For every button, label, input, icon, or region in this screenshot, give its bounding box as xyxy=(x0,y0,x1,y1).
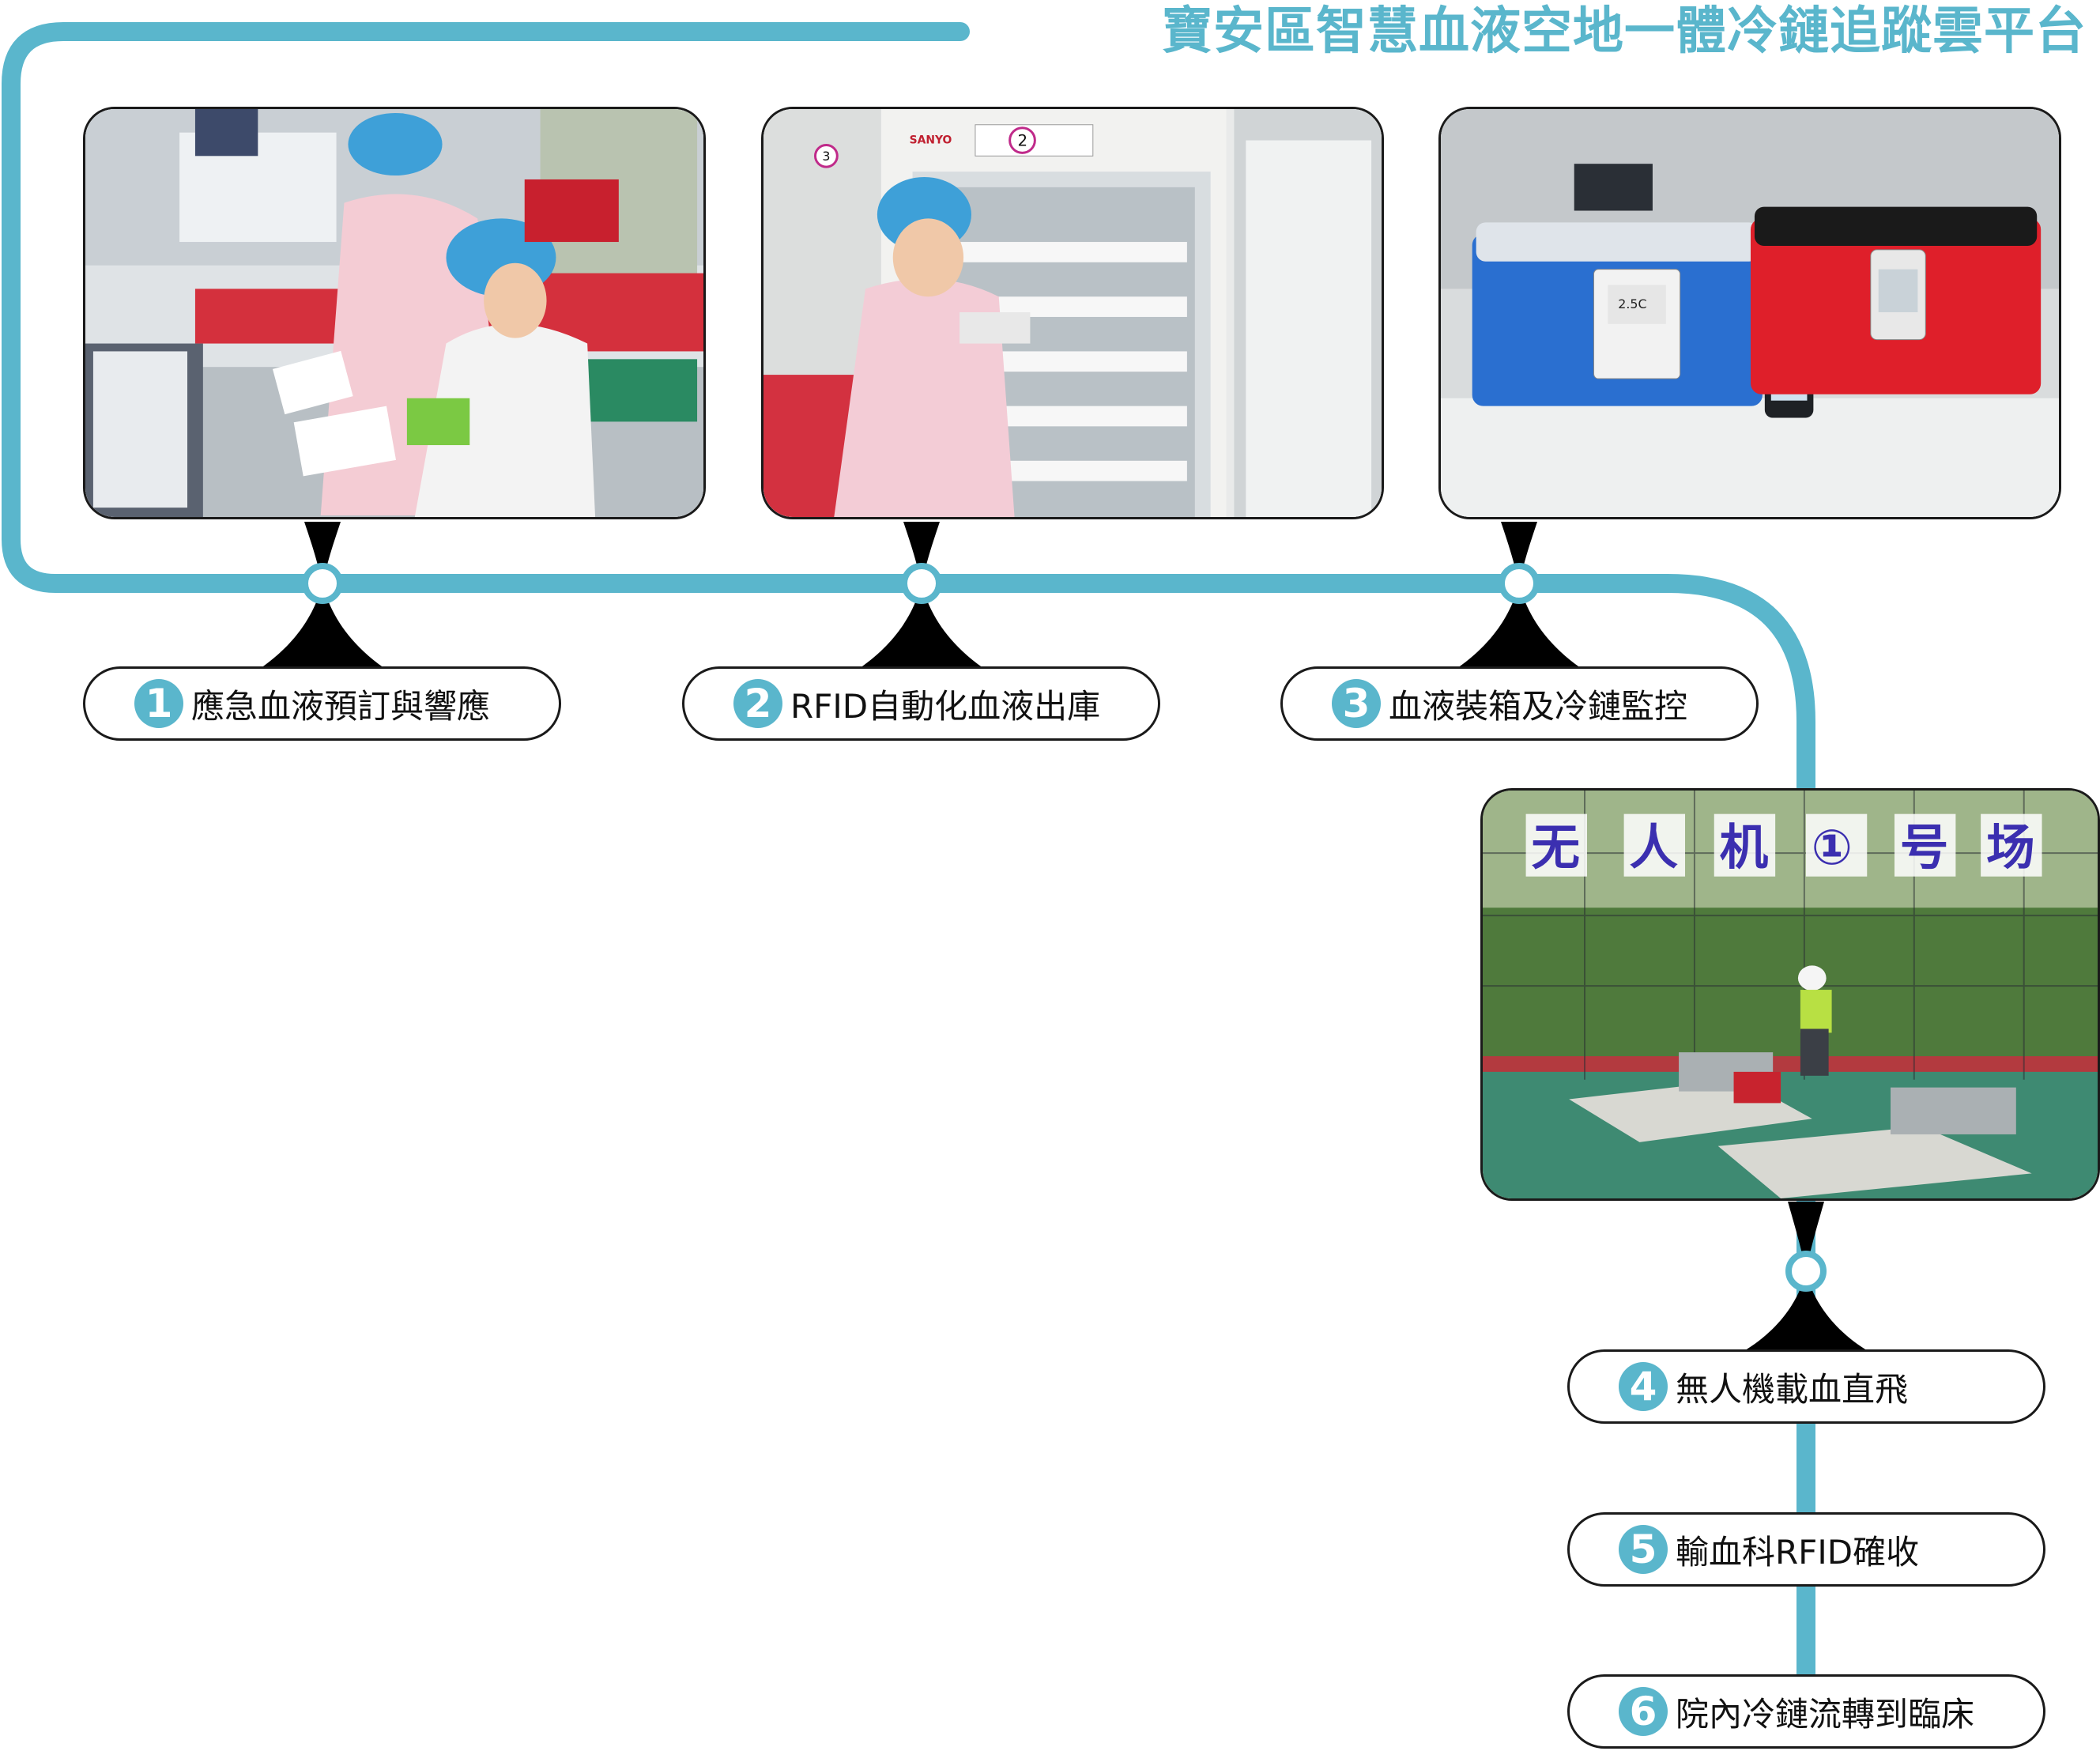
photo2-marker-b: 3 xyxy=(822,149,830,164)
photo-blood-order xyxy=(83,107,706,519)
step-3-label: 血液裝箱及冷鏈監控 xyxy=(1389,686,1688,726)
sign-char-5: 号 xyxy=(1900,820,1949,876)
step-6-number-badge: 6 xyxy=(1619,1687,1668,1736)
connector-stem-2 xyxy=(903,522,940,583)
step-5-pill: 5 輸血科RFID確收 xyxy=(1567,1512,2045,1587)
sign-char-3: 机 xyxy=(1720,820,1769,876)
step-4-label: 無人機載血直飛 xyxy=(1676,1369,1909,1409)
sign-char-2: 人 xyxy=(1630,820,1679,876)
connector-stem-2-lower xyxy=(860,583,983,668)
step-2-pill: 2 RFID自動化血液出庫 xyxy=(682,666,1160,741)
sign-char-1: 无 xyxy=(1532,820,1581,876)
step-1-pill: 1 應急血液預訂與響應 xyxy=(83,666,561,741)
step-1-number-badge: 1 xyxy=(134,679,183,728)
sign-char-4: ① xyxy=(1812,820,1853,876)
photo-drone-field: 无 人 机 ① 号 场 xyxy=(1480,788,2100,1201)
photo-cold-boxes: 2.5C xyxy=(1438,107,2061,519)
connector-stem-1 xyxy=(304,522,341,583)
connector-stem-3 xyxy=(1501,522,1537,583)
step-5-label: 輸血科RFID確收 xyxy=(1676,1532,1920,1572)
step-5-number-badge: 5 xyxy=(1619,1525,1668,1574)
step-2-label: RFID自動化血液出庫 xyxy=(790,686,1101,726)
flow-node-1 xyxy=(302,563,343,604)
connector-stem-4-lower xyxy=(1743,1271,1869,1352)
photo2-brand: SANYO xyxy=(910,134,952,147)
step-6-label: 院內冷鏈流轉到臨床 xyxy=(1676,1694,1975,1734)
connector-stem-4 xyxy=(1788,1202,1824,1271)
step-3-pill: 3 血液裝箱及冷鏈監控 xyxy=(1280,666,1759,741)
connector-stem-1-lower xyxy=(261,583,384,668)
photo2-marker-a: 2 xyxy=(1018,131,1028,149)
step-2-number-badge: 2 xyxy=(733,679,782,728)
step-4-number-badge: 4 xyxy=(1619,1362,1668,1411)
step-6-pill: 6 院內冷鏈流轉到臨床 xyxy=(1567,1674,2045,1749)
step-3-number-badge: 3 xyxy=(1332,679,1381,728)
drone-field-sign: 无 人 机 ① 号 场 xyxy=(1525,813,2042,877)
connector-stem-3-lower xyxy=(1457,583,1581,668)
step-1-label: 應急血液預訂與響應 xyxy=(191,686,491,726)
photo3-screen-reading: 2.5C xyxy=(1618,296,1646,311)
step-4-pill: 4 無人機載血直飛 xyxy=(1567,1349,2045,1424)
sign-char-6: 场 xyxy=(1986,820,2035,876)
flow-line xyxy=(2,22,1815,800)
flow-node-4 xyxy=(1785,1251,1827,1292)
flow-node-2 xyxy=(901,563,942,604)
flow-node-3 xyxy=(1499,563,1540,604)
page-title: 寶安區智慧血液空地一體冷鏈追蹤雲平台 xyxy=(1162,2,2087,61)
photo-rfid-fridge: SANYO 2 3 xyxy=(761,107,1384,519)
